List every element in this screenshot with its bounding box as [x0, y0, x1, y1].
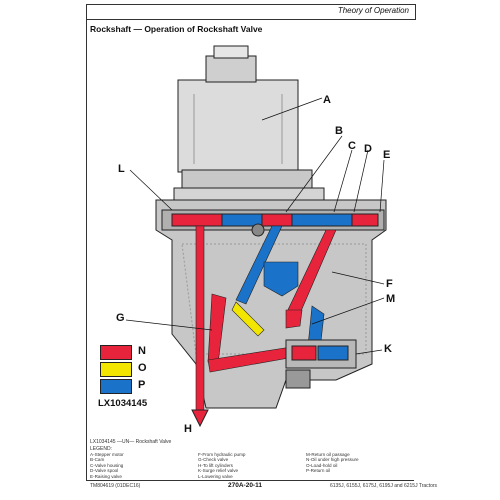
- stepper-motor-drawing: [173, 45, 325, 203]
- footer-models: 6135J, 6155J, 6175J, 6195J and 6215J Tra…: [330, 483, 438, 489]
- header-title: Theory of Operation: [337, 6, 409, 15]
- callout-return-oil-passage: M: [386, 293, 396, 305]
- legend-item: A-Stepper motor: [90, 452, 124, 457]
- figure-code: LX1034145: [98, 398, 148, 409]
- rockshaft-valve-illustration: [125, 45, 387, 428]
- color-key-high-pressure: [100, 345, 132, 360]
- side-rule: [86, 18, 87, 480]
- legend-item: B-Cam: [90, 457, 105, 463]
- callout-cam: B: [335, 125, 343, 137]
- callout-stepper-motor: A: [323, 94, 331, 106]
- legend-item: M-Return oil passage: [306, 452, 350, 457]
- callout-valve-spool: D: [364, 143, 372, 155]
- legend-column: F-From hydraulic pump G-Check valve H-To…: [198, 452, 245, 479]
- legend-item: G-Check valve: [198, 457, 229, 463]
- legend-item: N-Oil under high pressure: [306, 457, 359, 463]
- footer-page-number: 270A-20-11: [228, 482, 262, 489]
- section-title: Rockshaft — Operation of Rockshaft Valve: [90, 24, 263, 34]
- legend-item: O-Load-hold oil: [306, 462, 338, 468]
- legend-item: H-To lift cylinders: [198, 462, 233, 468]
- callout-lowering-valve: L: [118, 163, 125, 175]
- callout-raising-valve: E: [383, 149, 391, 161]
- legend-item: D-Valve spool: [90, 468, 119, 474]
- legend-item: L-Lowering valve: [198, 473, 233, 479]
- outlet-arrow-drawing: [191, 409, 209, 428]
- callout-valve-housing: C: [348, 140, 356, 152]
- callout-to-lift-cylinders: H: [184, 423, 192, 435]
- legend-column: A-Stepper motor B-Cam C-Valve housing D-…: [90, 452, 124, 479]
- callout-check-valve: G: [116, 312, 125, 324]
- surge-relief-valve-drawing: [285, 339, 357, 389]
- oil-passages-drawing: [195, 225, 337, 415]
- figure-caption: LX1034145 —UN— Rockshaft Valve: [90, 439, 172, 445]
- valve-spool-drawing: [161, 209, 385, 237]
- color-key-return-oil: [100, 379, 132, 394]
- legend-item: E-Raising valve: [90, 473, 122, 479]
- color-key-load-hold: [100, 362, 132, 377]
- legend-column: M-Return oil passage N-Oil under high pr…: [306, 452, 359, 474]
- callout-surge-relief-valve: K: [384, 343, 392, 355]
- color-key-label: O: [138, 362, 147, 374]
- footer-rule: [86, 480, 414, 481]
- legend-item: P-Return oil: [306, 468, 331, 474]
- legend-item: C-Valve housing: [90, 462, 124, 468]
- color-key-label: P: [138, 379, 146, 391]
- callout-from-hydraulic-pump: F: [386, 278, 393, 290]
- legend-item: F-From hydraulic pump: [198, 452, 246, 457]
- legend-item: K-Surge relief valve: [198, 468, 239, 474]
- color-key-label: N: [138, 345, 146, 357]
- leader-lines: [125, 97, 385, 355]
- header-bar: Theory of Operation: [86, 4, 416, 20]
- footer-document-id: TM804619 (01DEC16): [90, 483, 141, 489]
- legend-heading: LEGEND:: [90, 446, 112, 452]
